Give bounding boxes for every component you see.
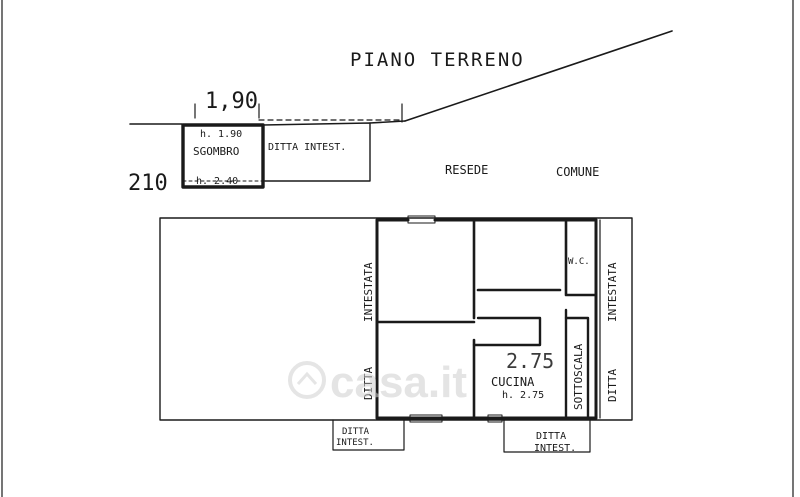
plan-title: PIANO TERRENO <box>350 49 525 71</box>
resede-label: RESEDE <box>445 163 488 177</box>
cucina-height: h. 2.75 <box>502 390 544 401</box>
window-bottom-1 <box>409 414 443 423</box>
ditta-intest-box-top <box>262 122 371 182</box>
ditta-intest-top: DITTA INTEST. <box>268 142 346 153</box>
sgombro-room <box>181 123 265 189</box>
cucina-name: CUCINA <box>491 375 535 389</box>
bottom-right-box <box>503 419 591 453</box>
boundary-diagonal <box>404 30 673 122</box>
comune-label: COMUNE <box>556 165 599 179</box>
cucina-overwrite: 2.75 <box>506 349 554 373</box>
wall-wc-box <box>564 218 598 297</box>
bottom-left-box <box>332 419 405 451</box>
sottoscala-label: SOTTOSCALA <box>572 343 585 410</box>
bottom-left-ditta: DITTA <box>342 427 370 437</box>
building-outline <box>159 217 633 421</box>
sgombro-height-bottom: h. 2.40 <box>196 176 238 187</box>
right-intestata: INTESTATA <box>606 262 619 322</box>
bottom-right-ditta: DITTA <box>536 431 566 442</box>
watermark-logo <box>288 361 326 399</box>
wall-kitchen-top <box>472 316 542 347</box>
sgombro-name: SGOMBRO <box>193 145 239 158</box>
left-intestata: INTESTATA <box>362 262 375 322</box>
window-top-1 <box>407 215 436 224</box>
left-ditta: DITTA <box>362 367 375 400</box>
outer-wall-top-2 <box>369 120 406 124</box>
wc-label: W.C. <box>568 257 590 267</box>
watermark-text: casa.it <box>330 358 467 407</box>
bottom-left-intest: INTEST. <box>336 438 374 448</box>
right-ditta: DITTA <box>606 369 619 402</box>
dimension-left: 210 <box>128 171 168 196</box>
bottom-right-intest: INTEST. <box>534 443 576 454</box>
window-bottom-2 <box>487 414 503 423</box>
sgombro-height-top: h. 1.90 <box>200 129 242 140</box>
wall-sottoscala <box>564 316 590 420</box>
dimension-top: 1,90 <box>205 89 258 114</box>
